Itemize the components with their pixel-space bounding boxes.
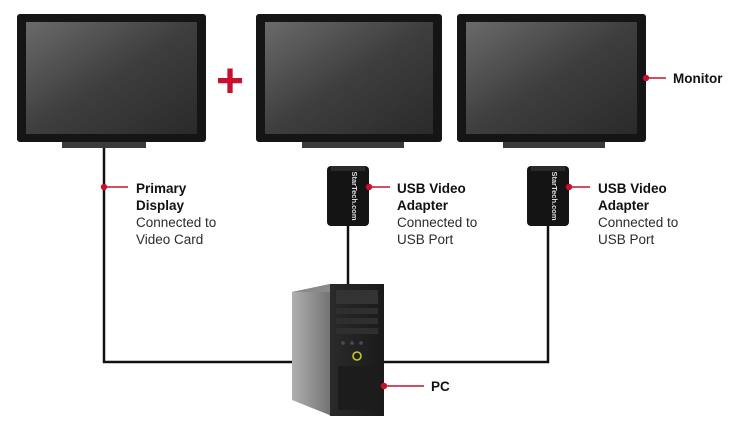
monitor-third [457, 14, 646, 148]
pc-side-panel [292, 284, 332, 416]
callout-leaders [104, 77, 666, 387]
label-pc: PC [431, 378, 450, 395]
monitor-second [256, 14, 442, 148]
pc-tower [292, 284, 384, 416]
monitor-title: Monitor [673, 71, 723, 86]
usb1-title-line-1: USB Video [397, 181, 466, 196]
primary-title-line-2: Display [136, 198, 185, 213]
pc-title: PC [431, 379, 450, 394]
pc-port-dot [350, 341, 354, 345]
usb-adapter-1: StarTech.com [327, 166, 369, 226]
usb2-desc-line-1: Connected to [598, 215, 679, 230]
usb2-title-line-1: USB Video [598, 181, 667, 196]
usb2-desc-line-2: USB Port [598, 232, 655, 247]
primary-title-line-1: Primary [136, 181, 187, 196]
adapter-1-logo: StarTech.com [350, 171, 359, 220]
plus-sign: + [216, 55, 244, 108]
pc-port-dot [359, 341, 363, 345]
cable-primary-to-pc [102, 146, 298, 364]
cables [102, 146, 550, 364]
pc-port-dot [341, 341, 345, 345]
primary-desc-line-2: Video Card [136, 232, 204, 247]
primary-desc-line-1: Connected to [136, 215, 217, 230]
callout-dots [100, 74, 650, 390]
label-monitor: Monitor [673, 70, 723, 87]
monitor-primary [17, 14, 206, 148]
adapter-2-logo: StarTech.com [550, 171, 559, 220]
label-primary-display: Primary Display Connected to Video Card [136, 180, 216, 248]
usb1-title-line-2: Adapter [397, 198, 449, 213]
usb2-title-line-2: Adapter [598, 198, 650, 213]
cable-adapter2-to-pc [382, 226, 550, 364]
usb1-desc-line-1: Connected to [397, 215, 478, 230]
label-usb-adapter-2: USB Video Adapter Connected to USB Port [598, 180, 678, 248]
usb1-desc-line-2: USB Port [397, 232, 454, 247]
usb-adapter-2: StarTech.com [527, 166, 569, 226]
pc-power-button [352, 351, 362, 361]
label-usb-adapter-1: USB Video Adapter Connected to USB Port [397, 180, 477, 248]
